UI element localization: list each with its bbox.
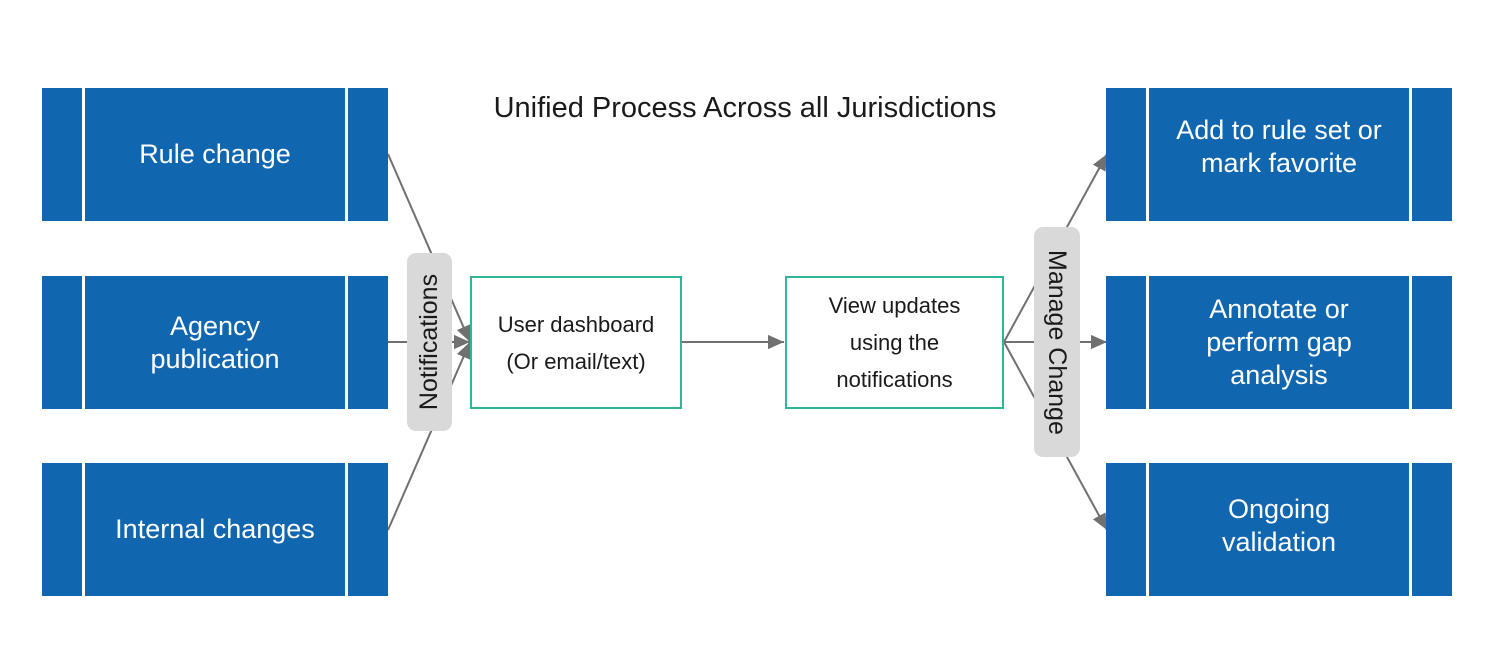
source-internal-changes-box: Internal changes: [42, 463, 388, 596]
box-divider: [1146, 463, 1149, 596]
source-label: Rule change: [139, 139, 291, 169]
box-divider: [82, 276, 85, 409]
outcome-label: Annotate or perform gap analysis: [1206, 294, 1352, 390]
source-agency-publication-box: Agency publication: [42, 276, 388, 409]
box-divider: [1409, 276, 1412, 409]
connector-rule-change: [387, 153, 471, 343]
outcome-label: Add to rule set or mark favorite: [1176, 114, 1382, 178]
box-divider: [82, 88, 85, 221]
source-rule-change-box: Rule change: [42, 88, 388, 221]
box-divider: [345, 463, 348, 596]
notifications-pill: [407, 253, 452, 431]
outcome-annotate-box: Annotate or perform gap analysis: [1106, 276, 1452, 409]
user-dashboard-box: User dashboard (Or email/text): [470, 276, 682, 409]
outcome-label: Ongoing validation: [1221, 493, 1337, 557]
box-divider: [82, 463, 85, 596]
source-label: Internal changes: [115, 514, 315, 544]
box-divider: [345, 88, 348, 221]
box-divider: [1409, 88, 1412, 221]
connector-internal-changes: [387, 341, 471, 531]
box-divider: [1409, 463, 1412, 596]
manage-change-pill: [1034, 227, 1080, 457]
outcome-add-rule-set-box: Add to rule set or mark favorite: [1106, 88, 1452, 221]
source-label: Agency publication: [150, 310, 280, 374]
outcome-ongoing-validation-box: Ongoing validation: [1106, 463, 1452, 596]
box-divider: [345, 276, 348, 409]
notifications-label: Notifications: [415, 273, 443, 411]
manage-change-label: Manage Change: [1043, 250, 1071, 435]
view-updates-box: View updates using the notifications: [785, 276, 1004, 409]
box-divider: [1146, 88, 1149, 221]
diagram-title: Unified Process Across all Jurisdictions: [493, 92, 997, 124]
box-divider: [1146, 276, 1149, 409]
